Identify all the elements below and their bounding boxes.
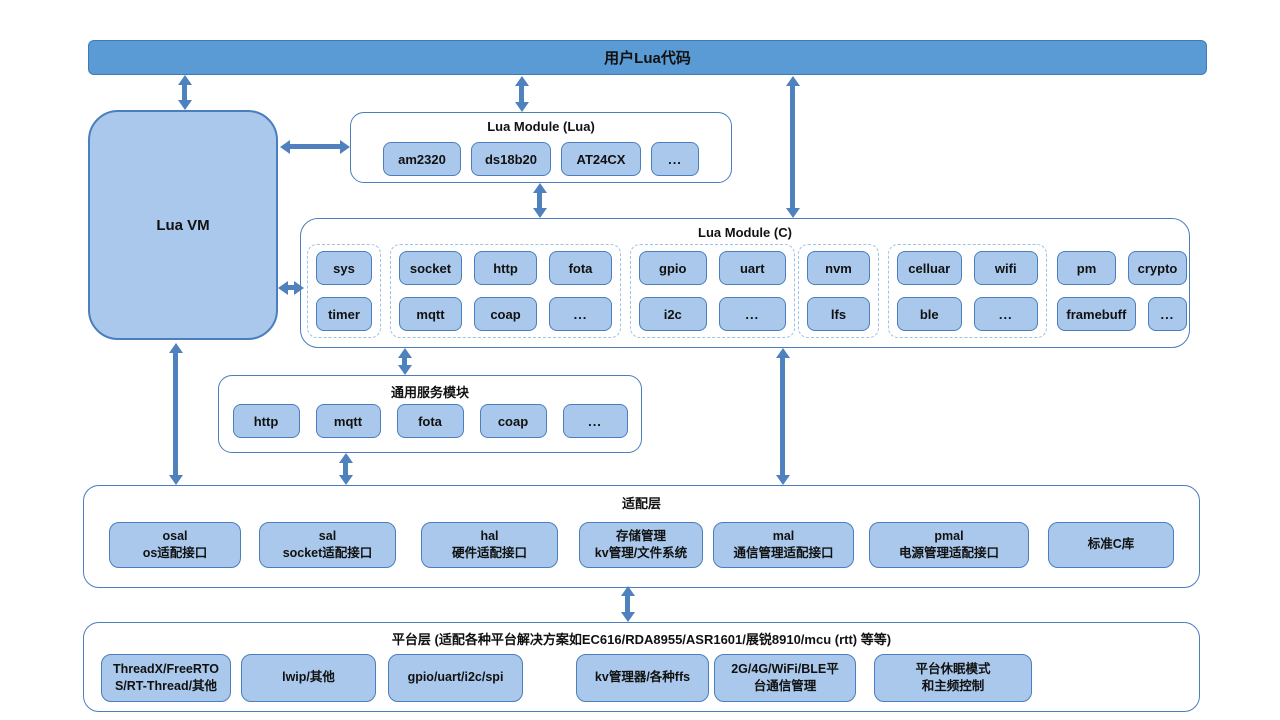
adapter-box-line: 电源管理适配接口 bbox=[898, 546, 999, 560]
module-group-peripheral: gpio uart i2c ... bbox=[630, 244, 795, 338]
adapter-box-pmal: pmal 电源管理适配接口 bbox=[869, 522, 1029, 568]
platform-box-line: 和主频控制 bbox=[921, 679, 985, 693]
module-chip-framebuff: framebuff bbox=[1057, 297, 1136, 331]
module-chip-ellipsis: ... bbox=[651, 142, 699, 176]
adapter-box-line: sal bbox=[318, 528, 337, 543]
lua-module-lua-title: Lua Module (Lua) bbox=[487, 119, 595, 134]
platform-box-line: kv管理器/各种ffs bbox=[594, 670, 691, 685]
platform-box-kv: kv管理器/各种ffs bbox=[576, 654, 709, 702]
platform-box-line: lwip/其他 bbox=[282, 670, 335, 685]
service-chip-fota: fota bbox=[396, 404, 464, 438]
module-chip-crypto: crypto bbox=[1128, 251, 1187, 285]
module-group-connectivity: celluar wifi ble ... bbox=[888, 244, 1047, 338]
connector-adapter-platform bbox=[620, 586, 635, 622]
adapter-box-line: 通信管理适配接口 bbox=[733, 546, 834, 560]
module-group-network: socket http fota mqtt coap ... bbox=[390, 244, 621, 338]
module-chip-at24cx: AT24CX bbox=[561, 142, 641, 176]
platform-box-rtos: ThreadX/FreeRTO S/RT-Thread/其他 bbox=[101, 654, 231, 702]
adapter-box-mal: mal 通信管理适配接口 bbox=[713, 522, 854, 568]
service-chip-coap: coap bbox=[479, 404, 547, 438]
service-chip-http: http bbox=[232, 404, 300, 438]
lua-module-lua-panel: Lua Module (Lua) am2320 ds18b20 AT24CX .… bbox=[350, 112, 732, 183]
module-chip-sys: sys bbox=[316, 251, 372, 285]
platform-box-sleep: 平台休眠模式 和主频控制 bbox=[874, 654, 1032, 702]
platform-box-lwip: lwip/其他 bbox=[241, 654, 376, 702]
module-group-misc: pm crypto framebuff ... bbox=[1049, 244, 1195, 338]
platform-box-line: S/RT-Thread/其他 bbox=[114, 679, 218, 693]
module-chip-celluar: celluar bbox=[897, 251, 962, 285]
connector-luavm-modulec bbox=[278, 280, 304, 295]
connector-modulelua-modulec bbox=[532, 183, 547, 218]
module-chip-fota: fota bbox=[549, 251, 612, 285]
adapter-box-line: pmal bbox=[934, 528, 964, 543]
adapter-box-line: 标准C库 bbox=[1087, 537, 1135, 552]
user-lua-code-bar: 用户Lua代码 bbox=[88, 40, 1207, 75]
adapter-layer-panel: 适配层 osal os适配接口 sal socket适配接口 hal 硬件适配接… bbox=[83, 485, 1200, 588]
user-lua-code-label: 用户Lua代码 bbox=[604, 50, 691, 67]
module-chip-nvm: nvm bbox=[807, 251, 870, 285]
lua-module-c-title: Lua Module (C) bbox=[698, 225, 792, 240]
service-chip-mqtt: mqtt bbox=[315, 404, 381, 438]
platform-box-line: ThreadX/FreeRTO bbox=[112, 661, 220, 676]
lua-vm-box: Lua VM bbox=[88, 110, 278, 340]
adapter-box-storage: 存储管理 kv管理/文件系统 bbox=[579, 522, 703, 568]
connector-modulec-adapter bbox=[775, 348, 790, 485]
platform-box-line: 台通信管理 bbox=[753, 679, 817, 693]
service-chip-ellipsis: ... bbox=[562, 404, 628, 438]
connector-bar-modulec bbox=[785, 76, 800, 218]
module-chip-am2320: am2320 bbox=[383, 142, 461, 176]
lua-module-c-panel: Lua Module (C) sys timer socket http fot… bbox=[300, 218, 1190, 348]
connector-luavm-adapter bbox=[168, 343, 183, 485]
common-services-title: 通用服务模块 bbox=[390, 385, 469, 400]
module-chip-ellipsis: ... bbox=[973, 297, 1038, 331]
module-chip-ellipsis: ... bbox=[718, 297, 786, 331]
platform-layer-panel: 平台层 (适配各种平台解决方案如EC616/RDA8955/ASR1601/展锐… bbox=[83, 622, 1200, 712]
module-group-core: sys timer bbox=[307, 244, 381, 338]
adapter-box-osal: osal os适配接口 bbox=[109, 522, 241, 568]
adapter-box-line: kv管理/文件系统 bbox=[594, 546, 688, 560]
module-chip-socket: socket bbox=[399, 251, 462, 285]
module-chip-lfs: lfs bbox=[807, 297, 870, 331]
adapter-box-line: hal bbox=[480, 528, 499, 543]
connector-bar-modulelua bbox=[514, 76, 529, 112]
module-chip-ellipsis: ... bbox=[549, 297, 612, 331]
connector-modulec-services bbox=[397, 348, 412, 375]
connector-bar-luavm bbox=[177, 75, 192, 110]
module-chip-wifi: wifi bbox=[973, 251, 1038, 285]
adapter-box-line: osal bbox=[162, 528, 188, 543]
module-chip-gpio: gpio bbox=[639, 251, 707, 285]
module-chip-pm: pm bbox=[1057, 251, 1116, 285]
platform-box-line: 平台休眠模式 bbox=[915, 661, 991, 676]
connector-luavm-modulelua bbox=[280, 139, 350, 154]
adapter-box-hal: hal 硬件适配接口 bbox=[421, 522, 558, 568]
adapter-box-stdc: 标准C库 bbox=[1048, 522, 1174, 568]
platform-box-comm: 2G/4G/WiFi/BLE平 台通信管理 bbox=[714, 654, 856, 702]
adapter-box-sal: sal socket适配接口 bbox=[259, 522, 396, 568]
module-chip-timer: timer bbox=[316, 297, 372, 331]
module-chip-http: http bbox=[474, 251, 537, 285]
lua-vm-label: Lua VM bbox=[156, 216, 210, 234]
module-chip-coap: coap bbox=[474, 297, 537, 331]
platform-layer-title: 平台层 (适配各种平台解决方案如EC616/RDA8955/ASR1601/展锐… bbox=[391, 632, 892, 647]
adapter-box-line: os适配接口 bbox=[142, 546, 208, 560]
module-chip-i2c: i2c bbox=[639, 297, 707, 331]
platform-box-gpio: gpio/uart/i2c/spi bbox=[388, 654, 523, 702]
adapter-layer-title: 适配层 bbox=[621, 496, 661, 511]
module-chip-mqtt: mqtt bbox=[399, 297, 462, 331]
module-chip-ellipsis: ... bbox=[1147, 297, 1187, 331]
platform-box-line: 2G/4G/WiFi/BLE平 bbox=[731, 661, 839, 676]
adapter-box-line: 硬件适配接口 bbox=[451, 546, 527, 560]
module-group-storage: nvm lfs bbox=[798, 244, 879, 338]
common-services-panel: 通用服务模块 http mqtt fota coap ... bbox=[218, 375, 642, 453]
adapter-box-line: mal bbox=[772, 528, 795, 543]
module-chip-ds18b20: ds18b20 bbox=[471, 142, 551, 176]
adapter-box-line: socket适配接口 bbox=[282, 546, 373, 560]
module-chip-ble: ble bbox=[897, 297, 962, 331]
connector-services-adapter bbox=[338, 453, 353, 485]
platform-box-line: gpio/uart/i2c/spi bbox=[407, 670, 504, 685]
adapter-box-line: 存储管理 bbox=[615, 528, 666, 543]
module-chip-uart: uart bbox=[718, 251, 786, 285]
